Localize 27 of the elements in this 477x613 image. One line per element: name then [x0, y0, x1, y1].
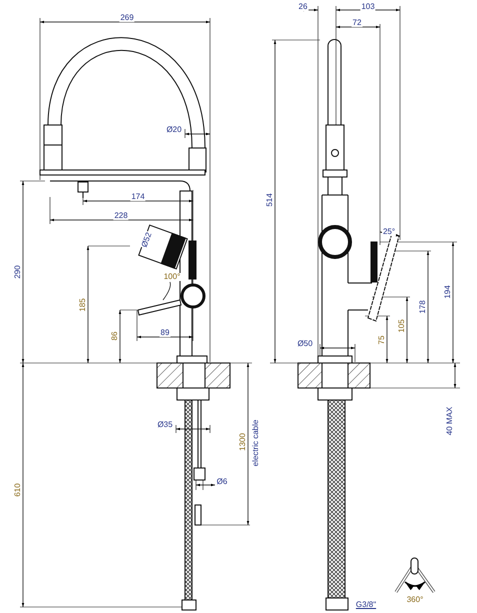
dimension-label: 228	[113, 212, 129, 220]
dimension-label: 105	[398, 318, 406, 334]
dimension-label: 100°	[162, 273, 182, 281]
dimension-label: 40 MAX	[446, 406, 454, 436]
dimension-label: 103	[360, 3, 376, 11]
dimension-label: 514	[266, 192, 274, 208]
dimension-label: 1300	[239, 432, 247, 452]
dimension-label: 25°	[382, 228, 396, 236]
dimension-label: 75	[378, 334, 386, 346]
dimension-label: Ø50	[296, 340, 314, 348]
dimension-label: 72	[352, 19, 362, 27]
dimension-label: Ø6	[216, 478, 228, 486]
dimension-label: 174	[130, 193, 146, 201]
cable-note: electric cable	[252, 418, 260, 468]
dimension-label: 26	[298, 3, 308, 11]
thread-size-label: G3/8"	[354, 601, 378, 609]
dimension-label: 290	[14, 264, 22, 280]
dimension-label: 89	[160, 329, 170, 337]
dimension-label: 86	[111, 330, 119, 342]
dimension-label: 185	[79, 297, 87, 313]
dimension-label: Ø35	[156, 421, 174, 429]
dimension-label: 269	[119, 14, 135, 22]
dimension-label: 610	[14, 482, 22, 498]
dimension-label: Ø20	[165, 126, 183, 134]
dimension-label: 194	[444, 284, 452, 300]
dimension-label: 178	[419, 299, 427, 315]
dimension-label: 360°	[406, 596, 424, 604]
